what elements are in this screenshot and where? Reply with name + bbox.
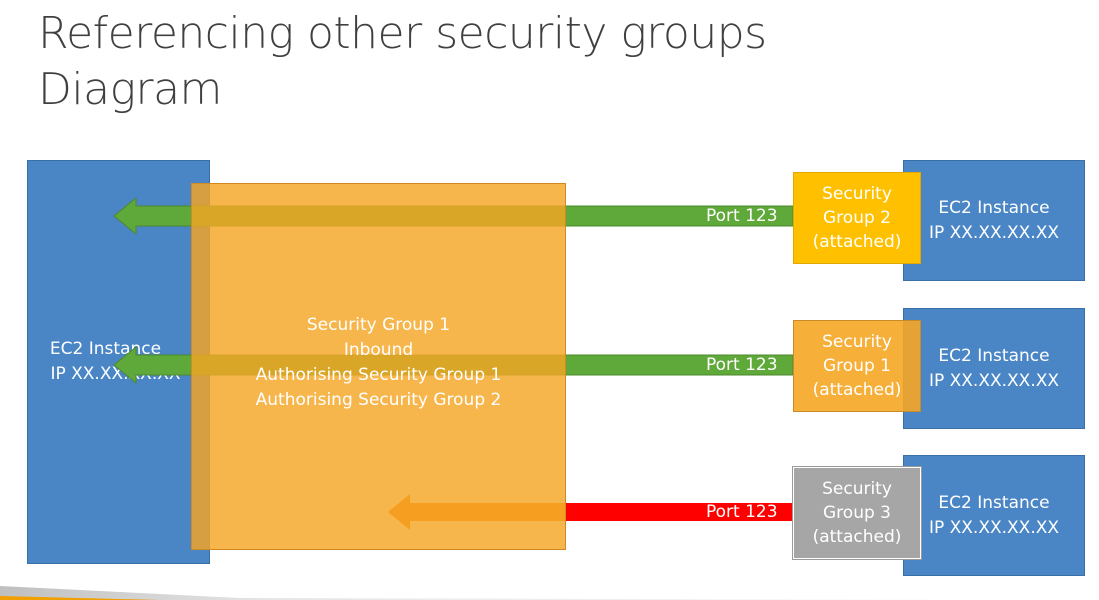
footer-decoration [0, 586, 1099, 600]
sg2-line-2: Group 2 [823, 208, 891, 228]
sg1-line-3: (attached) [812, 380, 902, 400]
right-ec2-instance-3: EC2 Instance IP XX.XX.XX.XX [903, 455, 1085, 576]
sg3-line-1: Security [822, 479, 892, 499]
sg-main-name: Security Group 1 [306, 314, 451, 335]
port-label-row-2: Port 123 [706, 355, 778, 375]
ec2-3-label: EC2 Instance [938, 492, 1050, 513]
arrow-row-3-body [566, 503, 793, 521]
sg3-line-3: (attached) [812, 527, 902, 547]
ec2-2-ip: IP XX.XX.XX.XX [928, 370, 1060, 391]
right-ec2-instance-2: EC2 Instance IP XX.XX.XX.XX [903, 308, 1085, 429]
right-ec2-instance-1: EC2 Instance IP XX.XX.XX.XX [903, 160, 1085, 281]
sg2-line-3: (attached) [812, 232, 902, 252]
security-group-1-attached: Security Group 1 (attached) [793, 320, 921, 412]
sg-main-direction: Inbound [343, 339, 414, 360]
ec2-1-label: EC2 Instance [938, 197, 1050, 218]
security-group-2-attached: Security Group 2 (attached) [793, 172, 921, 264]
slide-title: Referencing other security groups Diagra… [38, 6, 767, 118]
security-group-1-main: Security Group 1 Inbound Authorising Sec… [191, 183, 566, 550]
sg2-line-1: Security [822, 184, 892, 204]
port-label-row-1: Port 123 [706, 206, 778, 226]
sg3-line-2: Group 3 [823, 503, 891, 523]
sg-main-rule-2: Authorising Security Group 2 [255, 389, 502, 410]
title-line-2: Diagram [38, 64, 222, 115]
sg1-line-1: Security [822, 332, 892, 352]
ec2-1-ip: IP XX.XX.XX.XX [928, 222, 1060, 243]
security-group-3-attached: Security Group 3 (attached) [792, 466, 922, 560]
ec2-2-label: EC2 Instance [938, 345, 1050, 366]
ec2-3-ip: IP XX.XX.XX.XX [928, 517, 1060, 538]
sg1-line-2: Group 1 [823, 356, 891, 376]
sg-main-rule-1: Authorising Security Group 1 [255, 364, 502, 385]
port-label-row-3: Port 123 [706, 502, 778, 522]
title-line-1: Referencing other security groups [38, 8, 767, 59]
